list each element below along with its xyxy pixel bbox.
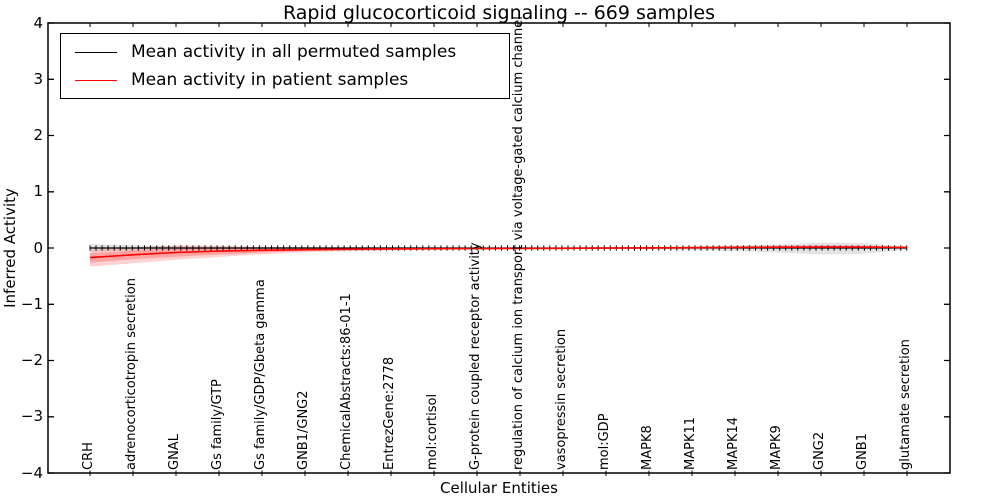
x-tick-label: GNAL — [167, 434, 182, 470]
x-tick-label: GNB1 — [855, 433, 870, 470]
x-tick-label: MAPK11 — [683, 416, 698, 470]
y-tick-label: −4 — [20, 463, 43, 482]
x-tick-label: mol:cortisol — [425, 393, 440, 470]
x-tick-label: vasopressin secretion — [554, 328, 569, 470]
y-tick-label: 3 — [33, 69, 43, 88]
x-tick-label: CRH — [81, 442, 96, 470]
chart-title: Rapid glucocorticoid signaling -- 669 sa… — [282, 2, 716, 24]
y-tick-label: 1 — [33, 182, 43, 201]
x-tick-label: adrenocorticotropin secretion — [124, 278, 139, 470]
legend-line-sample-1 — [75, 79, 117, 81]
patient-mean-line — [89, 246, 908, 259]
legend-entry: Mean activity in patient samples — [75, 70, 509, 90]
x-tick-label: Gs family/GDP/Gbeta gamma — [253, 279, 268, 470]
x-tick-label: Gs family/GTP — [210, 379, 225, 470]
x-tick-label: MAPK8 — [640, 425, 655, 470]
x-tick-label: mol:GDP — [597, 413, 612, 470]
y-tick-marks — [48, 22, 950, 474]
x-tick-label: regulation of calcium ion transport via … — [511, 16, 526, 470]
y-tick-label: 2 — [33, 126, 43, 144]
y-tick-label: 4 — [33, 13, 43, 32]
y-tick-label: −1 — [20, 294, 43, 313]
x-tick-label: MAPK9 — [769, 425, 784, 470]
x-tick-marks — [89, 23, 908, 476]
x-tick-label: GNB1/GNG2 — [296, 390, 311, 470]
x-tick-label: glutamate secretion — [898, 339, 913, 470]
legend-label: Mean activity in all permuted samples — [131, 42, 457, 62]
x-tick-label: GNG2 — [812, 431, 827, 470]
legend-entry: Mean activity in all permuted samples — [75, 42, 509, 62]
y-tick-label: −3 — [20, 407, 43, 426]
legend-line-sample-0 — [75, 51, 117, 53]
x-tick-label: EntrezGene:2778 — [382, 356, 397, 470]
y-tick-label: 0 — [33, 238, 43, 257]
x-tick-label: MAPK14 — [726, 416, 741, 470]
x-tick-label: G-protein coupled receptor activity — [468, 242, 483, 470]
legend-label: Mean activity in patient samples — [131, 70, 409, 90]
x-tick-label: ChemicalAbstracts:86-01-1 — [339, 293, 354, 470]
y-tick-label: −2 — [20, 351, 43, 369]
x-axis-label: Cellular Entities — [440, 479, 558, 497]
